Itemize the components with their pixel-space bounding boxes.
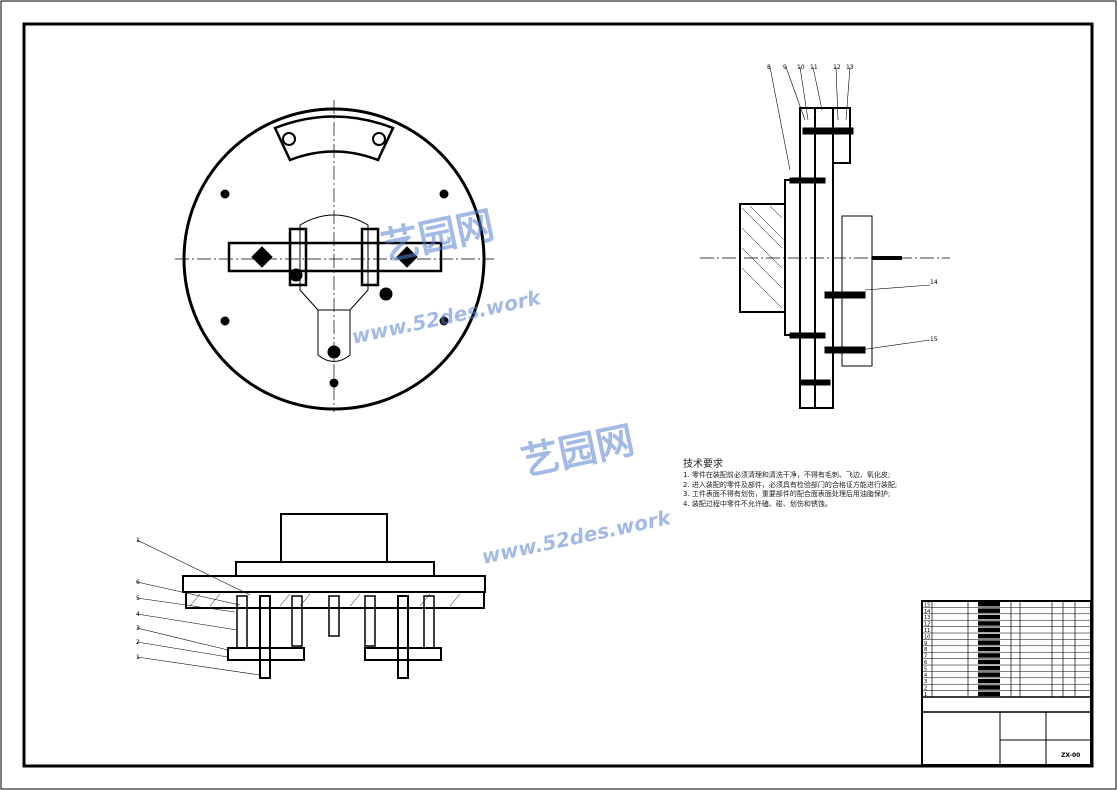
side-view	[700, 66, 950, 409]
bom-row-redacted	[978, 685, 1000, 690]
top-view	[175, 100, 494, 412]
tech-req-item: 3. 工件表面不得有划伤，重要部件的配合面表面处理后用油脂保护;	[683, 490, 891, 498]
bom-row-redacted	[978, 672, 1000, 677]
tech-req-title: 技术要求	[683, 459, 723, 470]
front-label: 4	[136, 611, 140, 618]
bom-row-number: 1	[924, 692, 927, 698]
side-label: 10	[797, 64, 805, 71]
bom-row-number: 5	[924, 666, 927, 672]
tech-req-item: 4. 装配过程中零件不允许磕、碰、划伤和锈蚀。	[683, 499, 832, 508]
side-label: 14	[930, 279, 938, 286]
bom-row-number: 6	[924, 660, 927, 666]
front-label: 6	[136, 579, 140, 586]
bom-row-number: 11	[924, 628, 930, 634]
bom-row-redacted	[978, 627, 1000, 633]
bom-row-redacted	[978, 614, 1000, 620]
side-label: 11	[810, 64, 818, 71]
front-view-labels: 1 6 5 4 3 2 1	[136, 537, 140, 661]
bom-row-redacted	[978, 653, 1000, 658]
bom-row-redacted	[978, 691, 1000, 697]
front-label: 5	[136, 595, 140, 602]
bom-row-number: 15	[924, 602, 930, 608]
bom-row-redacted	[978, 608, 1000, 613]
side-label: 9	[783, 64, 787, 71]
bom-row-number: 14	[924, 609, 930, 615]
side-label: 15	[930, 336, 938, 343]
bom-row-number: 2	[924, 686, 927, 692]
technical-requirements: 技术要求 1. 零件在装配前必须清理和清洗干净，不得有毛刺、飞边、氧化皮; 2.…	[683, 459, 897, 509]
tech-req-item: 2. 进入装配的零件及部件，必须具有检验部门的合格证方能进行装配;	[683, 480, 898, 489]
title-block	[921, 600, 1092, 766]
front-label: 1	[136, 537, 140, 544]
side-label: 13	[846, 64, 854, 71]
bom-row-redacted	[978, 621, 1000, 626]
side-label: 12	[833, 64, 841, 71]
bom-row-number: 9	[924, 641, 927, 647]
bom-row-number: 7	[924, 654, 927, 660]
drawing-number: ZX-00	[1061, 752, 1080, 759]
bom-row-redacted	[978, 659, 1000, 665]
bom-row-redacted	[978, 602, 1000, 607]
bom-row-redacted	[978, 634, 1000, 639]
bom-row-redacted	[978, 666, 1000, 671]
bom-row-number: 12	[924, 622, 930, 628]
bom-row-number: 10	[924, 634, 930, 640]
front-label: 2	[136, 639, 140, 646]
front-label: 3	[136, 625, 140, 632]
bom-row-redacted	[978, 646, 1000, 652]
bom-row-number: 4	[924, 673, 927, 679]
side-label: 8	[767, 64, 771, 71]
bom-row-redacted	[978, 640, 1000, 645]
tech-req-item: 1. 零件在装配前必须清理和清洗干净，不得有毛刺、飞边、氧化皮;	[683, 471, 891, 479]
front-label: 1	[136, 654, 140, 661]
bom-row-redacted	[978, 678, 1000, 684]
bom-row-number: 13	[924, 615, 930, 621]
bom-row-number: 3	[924, 679, 927, 685]
bom-row-number: 8	[924, 647, 927, 653]
drawing-border	[22, 22, 1094, 768]
front-view	[136, 513, 486, 679]
side-view-labels: 8 9 10 11 12 13 14 15	[767, 64, 938, 343]
